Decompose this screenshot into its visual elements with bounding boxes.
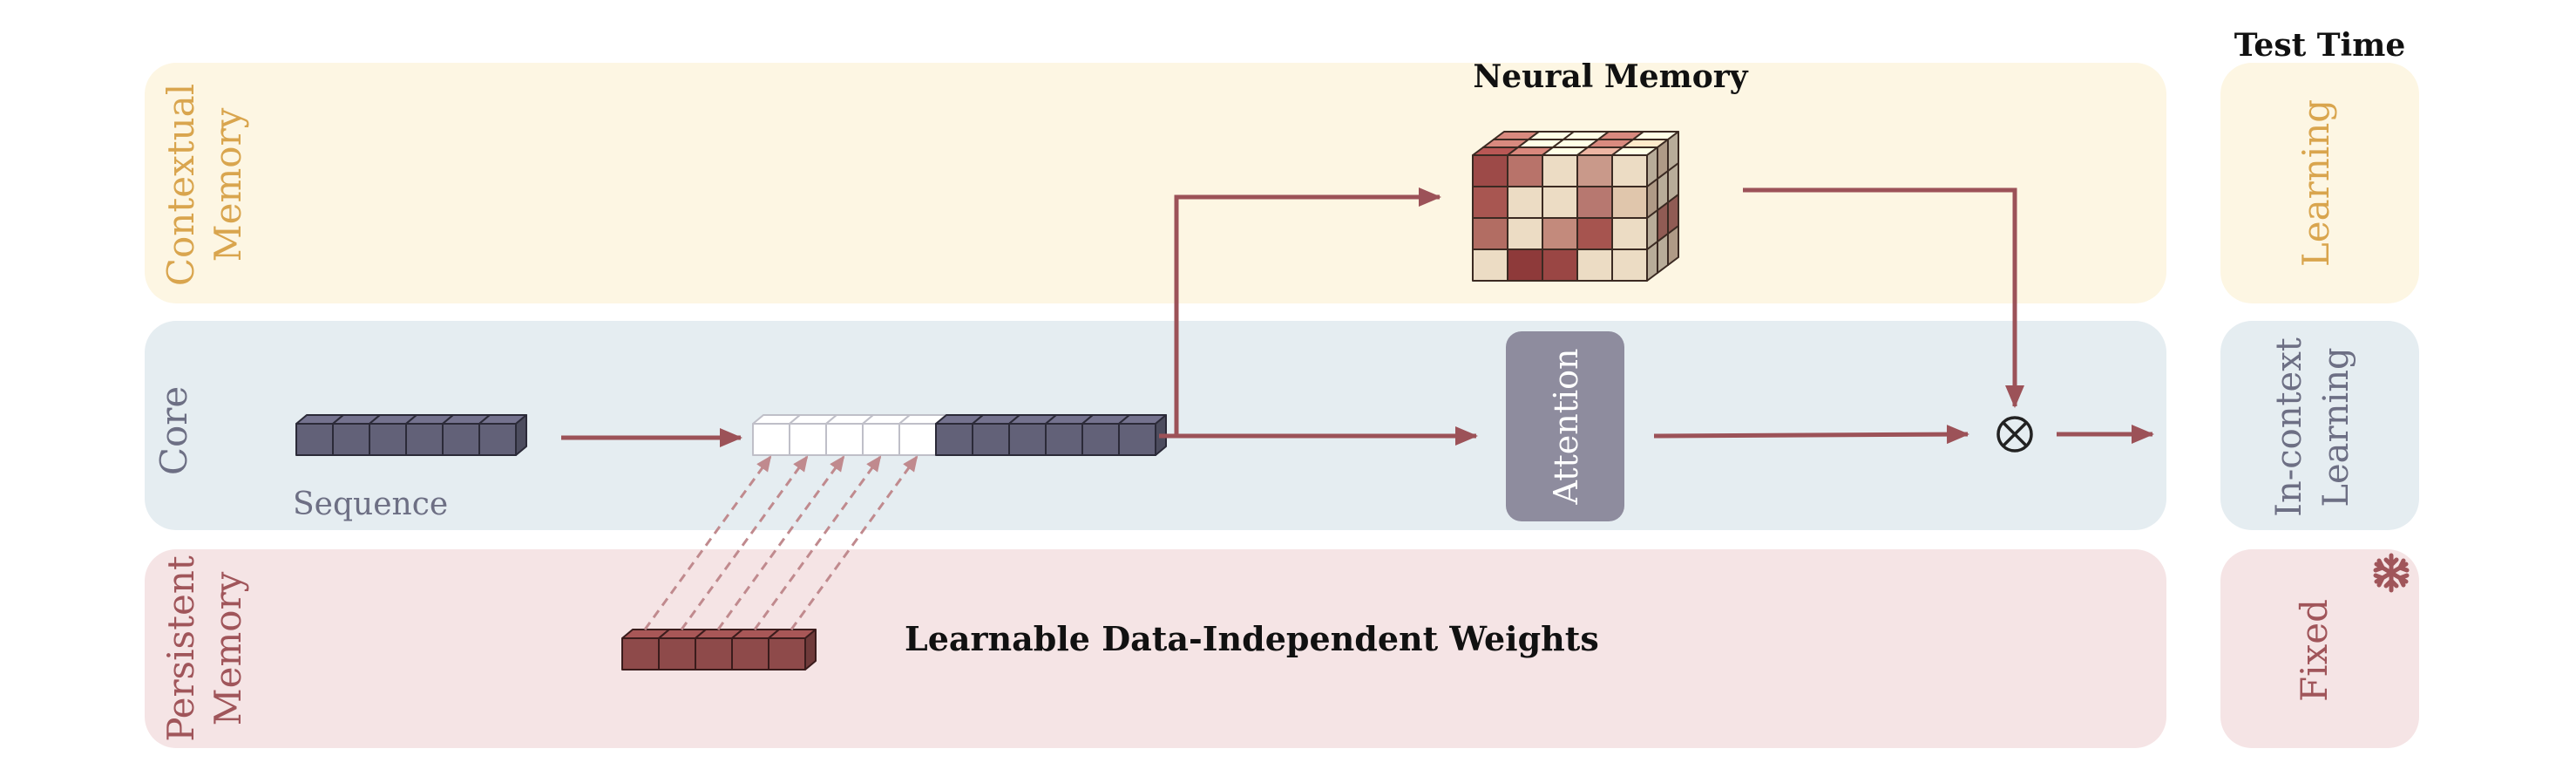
- in-context-label-line2: Learning: [2316, 347, 2356, 507]
- persistent-memory-label-line2: Memory: [207, 571, 249, 725]
- neural-memory-block: [1472, 131, 1679, 282]
- arrow-neural-memory-to-multiply: [1743, 187, 2024, 408]
- neural-memory-title: Neural Memory: [1473, 58, 1748, 95]
- arrow-attention-to-multiply: [1653, 425, 1969, 445]
- sequence-token: [478, 414, 527, 456]
- test-time-learning-box: [2220, 63, 2419, 303]
- dashed-arrows-weights-to-concat: [643, 455, 919, 630]
- core-label: Core: [153, 386, 195, 475]
- persistent-memory-band: [145, 549, 2166, 748]
- dashed-arrow: [680, 455, 809, 630]
- dashed-arrow: [753, 455, 882, 630]
- multiply-operator-icon: [1996, 416, 2033, 453]
- sequence-tokens: [295, 414, 527, 456]
- attention-label: Attention: [1547, 348, 1585, 505]
- sequence-token: [1118, 414, 1167, 456]
- test-time-fixed-box: [2220, 549, 2419, 748]
- persistent-weight-tokens: [621, 629, 817, 670]
- contextual-memory-label-line2: Memory: [207, 107, 249, 262]
- concatenated-tokens: [752, 414, 1167, 456]
- snowflake-icon: [2373, 553, 2410, 593]
- learnable-weights-label: Learnable Data-Independent Weights: [905, 619, 1599, 658]
- attention-block: [1506, 331, 1624, 521]
- contextual-memory-label-line1: Contextual: [159, 84, 202, 286]
- dashed-arrow: [716, 455, 845, 630]
- in-context-label-line1: In-context: [2269, 337, 2309, 517]
- test-time-in-context-box: [2220, 321, 2419, 530]
- learning-label: Learning: [2295, 99, 2337, 267]
- dashed-arrow: [790, 455, 919, 630]
- persistent-memory-label-line1: Persistent: [159, 555, 202, 742]
- test-time-header: Test Time: [2234, 27, 2405, 64]
- arrow-concat-to-neural-memory: [1159, 187, 1441, 439]
- sequence-label: Sequence: [293, 487, 448, 522]
- weight-token: [768, 629, 817, 670]
- contextual-memory-band: [145, 63, 2166, 303]
- memory-cell: [1611, 146, 1658, 187]
- dashed-arrow: [643, 455, 772, 630]
- fixed-label: Fixed: [2293, 599, 2335, 702]
